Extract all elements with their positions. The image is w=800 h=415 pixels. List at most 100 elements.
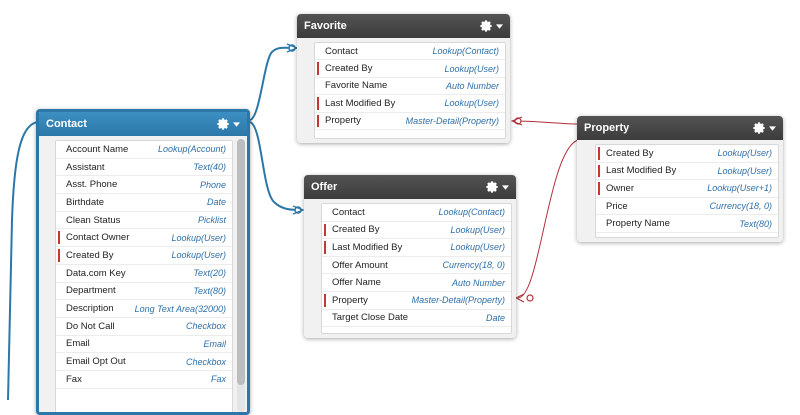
contact-object-header[interactable]: Contact <box>39 112 247 136</box>
field-type: Lookup(User) <box>717 148 772 159</box>
contact-object-title: Contact <box>46 118 87 130</box>
contact-field-row[interactable]: Do Not Call Checkbox <box>56 318 232 336</box>
field-type: Checkbox <box>185 356 226 367</box>
field-name: Email <box>66 338 90 350</box>
field-name: Owner <box>606 182 634 194</box>
property-object-header[interactable]: Property <box>577 116 783 140</box>
property-field-row[interactable]: Last Modified By Lookup(User) <box>596 163 778 181</box>
field-name: Last Modified By <box>325 97 396 109</box>
gear-icon[interactable] <box>479 19 493 33</box>
contact-field-row[interactable]: Description Long Text Area(32000) <box>56 300 232 318</box>
field-type: Text(80) <box>193 285 226 296</box>
contact-scrollbar[interactable] <box>237 139 245 412</box>
offer-gear-menu[interactable] <box>485 180 509 194</box>
caret-down-icon[interactable] <box>502 184 509 190</box>
caret-down-icon[interactable] <box>496 23 503 29</box>
field-name: Clean Status <box>66 214 121 226</box>
offer-object-header[interactable]: Offer <box>304 175 516 199</box>
property-field-row[interactable]: Created By Lookup(User) <box>596 145 778 163</box>
field-name: Favorite Name <box>325 80 388 92</box>
favorite-field-row[interactable]: Contact Lookup(Contact) <box>315 43 505 61</box>
field-name: Email Opt Out <box>66 356 126 368</box>
favorite-field-row[interactable]: Last Modified By Lookup(User) <box>315 95 505 113</box>
field-type: Email <box>203 338 226 349</box>
master-detail-crowfoot-favorite <box>514 117 522 125</box>
lookup-crowfoot-offer <box>294 206 302 214</box>
lookup-crowfoot-favorite-lines <box>286 43 299 53</box>
contact-gear-menu[interactable] <box>216 117 240 131</box>
field-name: Do Not Call <box>66 320 115 332</box>
field-name: Contact <box>325 45 358 57</box>
field-name: Contact Owner <box>66 232 130 244</box>
master-detail-crowfoot-offer-lines <box>514 293 525 303</box>
field-type: Lookup(Contact) <box>432 46 499 57</box>
caret-down-icon[interactable] <box>233 121 240 127</box>
property-object-body: Created By Lookup(User) Last Modified By Lo… <box>577 140 783 242</box>
contact-field-row[interactable]: Email Opt Out Checkbox <box>56 353 232 371</box>
master-detail-crowfoot-offer <box>526 294 534 302</box>
contact-field-row[interactable]: Email Email <box>56 336 232 354</box>
field-type: Checkbox <box>185 321 226 332</box>
favorite-object-card[interactable]: Favorite Contact Lookup(Contact) Created B… <box>297 14 510 143</box>
field-name: Created By <box>606 147 654 159</box>
lookup-line-offer-contact[interactable] <box>249 121 303 211</box>
field-type: Lookup(Contact) <box>438 207 505 218</box>
master-detail-line-favorite-property[interactable] <box>511 120 579 125</box>
field-type: Master-Detail(Property) <box>411 295 505 306</box>
field-type: Lookup(User) <box>717 165 772 176</box>
favorite-object-header[interactable]: Favorite <box>297 14 510 38</box>
caret-down-icon[interactable] <box>769 125 776 131</box>
property-gear-menu[interactable] <box>752 121 776 135</box>
field-name: Fax <box>66 373 82 385</box>
field-name: Property Name <box>606 218 670 230</box>
master-detail-line-offer-property[interactable] <box>517 139 579 299</box>
field-name: Description <box>66 303 114 315</box>
field-type: Long Text Area(32000) <box>134 303 226 314</box>
field-type: Currency(18, 0) <box>709 201 772 212</box>
field-type: Text(40) <box>193 162 226 173</box>
lookup-line-contact-left[interactable] <box>7 121 39 400</box>
field-type: Lookup(User) <box>444 98 499 109</box>
gear-icon[interactable] <box>752 121 766 135</box>
lookup-crowfoot-favorite <box>288 44 296 52</box>
field-type: Text(80) <box>739 218 772 229</box>
field-name: Last Modified By <box>606 165 677 177</box>
field-name: Asst. Phone <box>66 179 118 191</box>
gear-icon[interactable] <box>216 117 230 131</box>
lookup-crowfoot-offer-lines <box>292 205 305 215</box>
gear-icon[interactable] <box>485 180 499 194</box>
field-type: Auto Number <box>451 277 505 288</box>
field-name: Offer Amount <box>332 259 388 271</box>
contact-scrollbar-thumb[interactable] <box>237 139 245 385</box>
property-field-row[interactable]: Property Name Text(80) <box>596 215 778 233</box>
lookup-line-favorite-contact[interactable] <box>249 46 297 121</box>
favorite-gear-menu[interactable] <box>479 19 503 33</box>
